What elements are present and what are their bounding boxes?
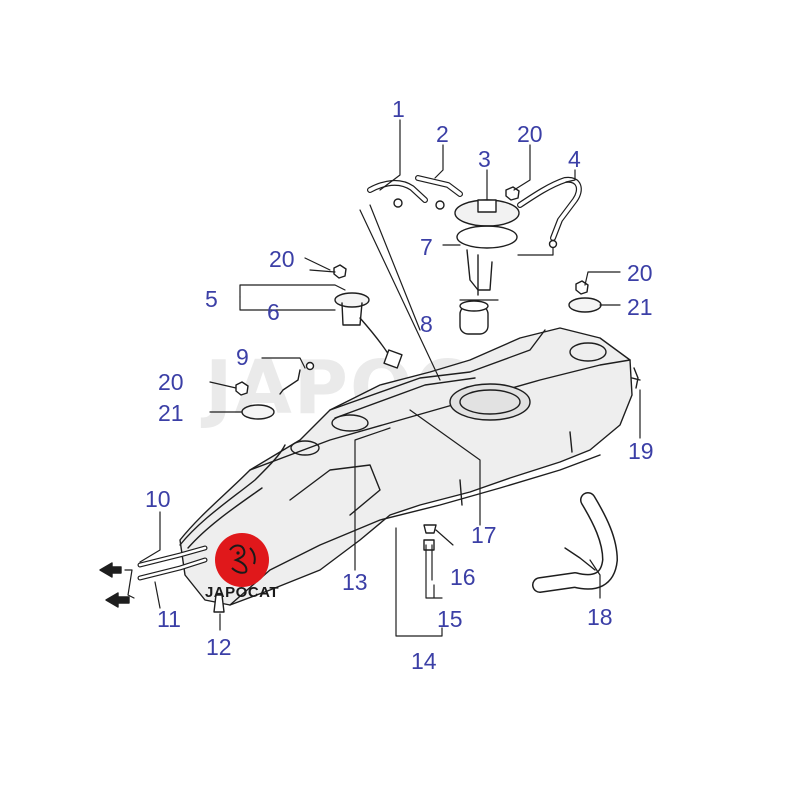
- clamp-4: [548, 239, 558, 249]
- hose-4-inner: [518, 178, 581, 240]
- callout-20-right: 20: [627, 260, 653, 286]
- sender-21-right: [568, 297, 602, 313]
- callout-2: 2: [436, 121, 449, 147]
- pump-gasket: [456, 225, 518, 249]
- nut-20-left: [333, 264, 347, 279]
- arrow-left-bottom: [105, 592, 119, 608]
- callout-19: 19: [628, 438, 654, 464]
- arrow-left-top: [99, 562, 113, 578]
- callout-21-right: 21: [627, 294, 653, 320]
- nut-20-lower: [235, 381, 249, 396]
- callout-20-lower: 20: [158, 369, 184, 395]
- tank-fuel-line-4: [334, 377, 476, 419]
- tank-seam: [459, 479, 463, 506]
- logo-text: JAPOCAT: [204, 584, 280, 601]
- sender-opening-left: [331, 414, 369, 432]
- callout-16: 16: [450, 564, 476, 590]
- tank-lower-edge: [229, 454, 601, 606]
- hose-1-inner: [368, 181, 427, 202]
- pump-body: [466, 249, 493, 291]
- callout-10: 10: [145, 486, 171, 512]
- nut-20-top: [505, 186, 520, 201]
- callout-20-left: 20: [269, 246, 295, 272]
- callout-3: 3: [478, 146, 491, 172]
- hose-2-inner: [416, 176, 462, 196]
- pump-opening-inner: [459, 389, 521, 415]
- nut-20-right: [575, 280, 589, 295]
- sender-21-left: [241, 404, 275, 420]
- drain-bolt-12: [213, 594, 225, 613]
- tank-seam-2: [569, 431, 573, 453]
- callout-6: 6: [267, 299, 280, 325]
- callout-7: 7: [420, 234, 433, 260]
- tank-fuel-line-3: [329, 329, 546, 411]
- callout-17: 17: [471, 522, 497, 548]
- tank-fuel-line-2: [187, 487, 263, 549]
- leader-lines: [124, 119, 641, 637]
- tank-fuel-line-1: [179, 444, 286, 546]
- vent-18: [564, 547, 596, 571]
- callout-14: 14: [411, 648, 437, 674]
- pump-top: [477, 199, 497, 213]
- sender-opening-right: [569, 342, 607, 362]
- callout-15: 15: [437, 606, 463, 632]
- drain-opening: [290, 440, 320, 456]
- callout-1: 1: [392, 96, 405, 122]
- plug-16: [423, 524, 437, 534]
- callout-20-top: 20: [517, 121, 543, 147]
- breather-9: [279, 369, 301, 395]
- callout-21-left: 21: [158, 400, 184, 426]
- sender-unit-6: [334, 292, 370, 308]
- tank-step: [289, 464, 381, 516]
- callout-4: 4: [568, 146, 581, 172]
- callout-11: 11: [157, 606, 181, 632]
- callout-8: 8: [420, 311, 433, 337]
- callout-18: 18: [587, 604, 613, 630]
- callout-13: 13: [342, 569, 368, 595]
- clamp-2: [435, 200, 445, 210]
- callout-5: 5: [205, 286, 218, 312]
- clip-19: [631, 367, 641, 389]
- japocat-logo: JAPOCAT: [196, 528, 288, 612]
- callout-12: 12: [206, 634, 232, 660]
- callout-9: 9: [236, 344, 249, 370]
- logo-mark: [215, 533, 269, 587]
- clamp-1: [393, 198, 403, 208]
